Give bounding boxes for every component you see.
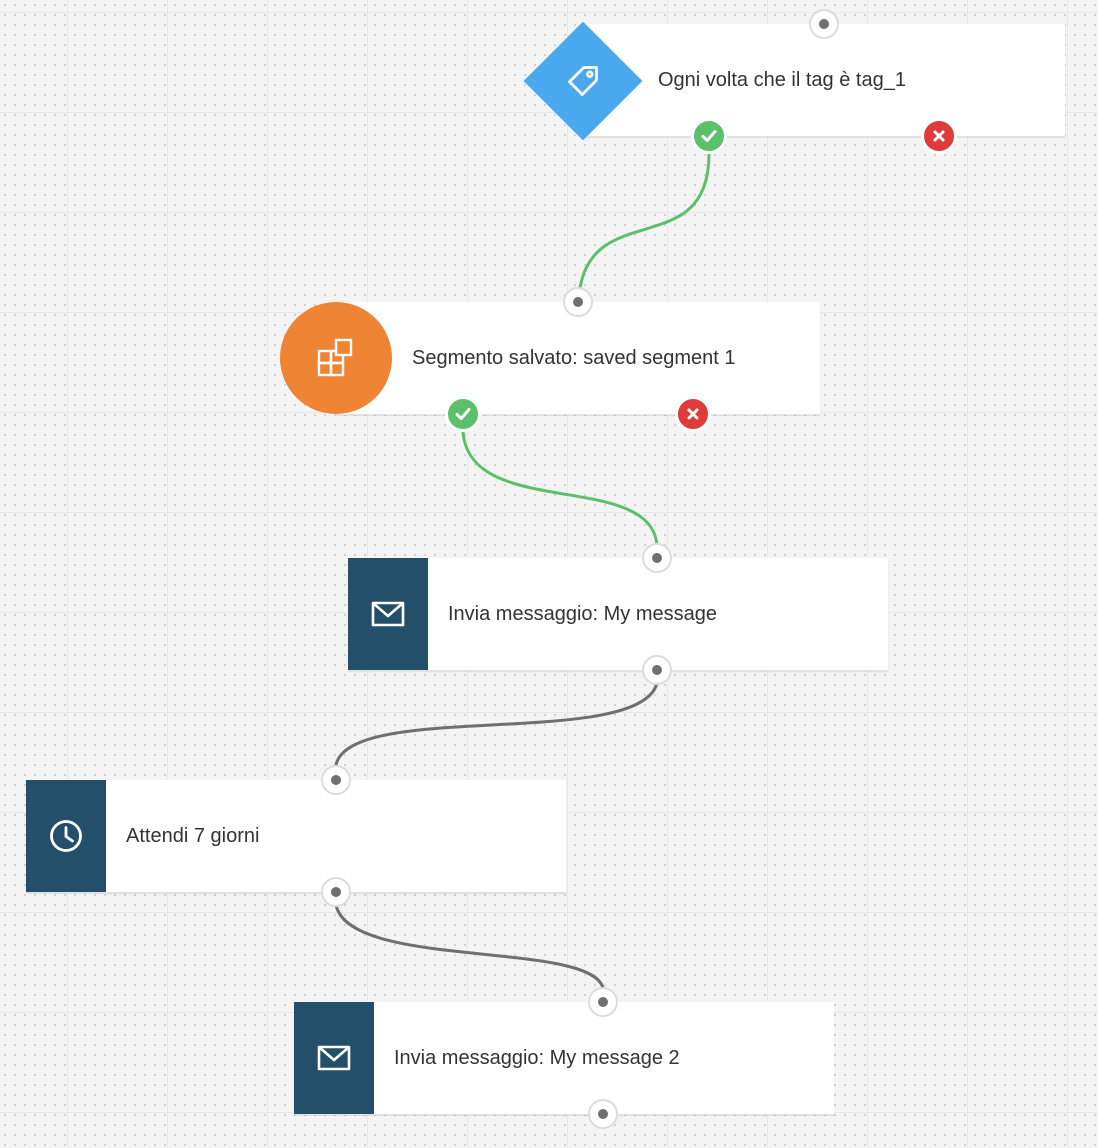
port-dot: [598, 1109, 608, 1119]
port-dot: [331, 775, 341, 785]
send-message-1-output-port[interactable]: [642, 655, 672, 685]
port-dot: [819, 19, 829, 29]
segment-icon: [317, 338, 353, 377]
wait-icon-box: [26, 780, 106, 892]
segment-condition-input-port[interactable]: [563, 287, 593, 317]
port-dot: [331, 887, 341, 897]
tag-trigger-node[interactable]: Ogni volta che il tag è tag_1: [583, 24, 1065, 137]
send-message-2-icon-box: [294, 1002, 374, 1114]
send-message-1-node[interactable]: Invia messaggio: My message: [348, 558, 888, 671]
segment-condition-label: Segmento salvato: saved segment 1: [412, 346, 736, 369]
wait-output-port[interactable]: [321, 877, 351, 907]
segment-condition-node[interactable]: Segmento salvato: saved segment 1: [336, 302, 820, 415]
send-message-2-input-port[interactable]: [588, 987, 618, 1017]
port-dot: [652, 665, 662, 675]
tag-trigger-input-port[interactable]: [809, 9, 839, 39]
connector-segment-yes-to-message-1: [461, 431, 659, 546]
send-message-2-node[interactable]: Invia messaggio: My message 2: [294, 1002, 834, 1115]
port-dot: [598, 997, 608, 1007]
wait-label: Attendi 7 giorni: [126, 824, 260, 847]
connector-message-1-to-wait: [334, 682, 659, 766]
clock-icon: [50, 820, 82, 852]
port-dot: [652, 553, 662, 563]
close-icon: [933, 130, 945, 142]
tag-icon: [541, 39, 625, 123]
tag-trigger-no-branch[interactable]: [921, 118, 957, 154]
segment-condition-yes-branch[interactable]: [445, 396, 481, 432]
send-message-2-label: Invia messaggio: My message 2: [394, 1046, 680, 1069]
port-dot: [573, 297, 583, 307]
wait-input-port[interactable]: [321, 765, 351, 795]
tag-trigger-label: Ogni volta che il tag è tag_1: [658, 68, 906, 91]
envelope-icon: [317, 1045, 351, 1071]
tag-trigger-yes-branch[interactable]: [691, 118, 727, 154]
segment-condition-no-branch[interactable]: [675, 396, 711, 432]
connector-wait-to-message-2: [334, 904, 605, 989]
envelope-icon: [371, 601, 405, 627]
send-message-1-label: Invia messaggio: My message: [448, 602, 718, 625]
send-message-2-output-port[interactable]: [588, 1099, 618, 1129]
send-message-1-icon-box: [348, 558, 428, 670]
connector-tag-yes-to-segment: [578, 153, 711, 289]
segment-condition-circle: [280, 302, 392, 414]
close-icon: [687, 408, 699, 420]
check-icon: [701, 130, 717, 142]
wait-node[interactable]: Attendi 7 giorni: [26, 780, 566, 893]
check-icon: [455, 408, 471, 420]
send-message-1-input-port[interactable]: [642, 543, 672, 573]
